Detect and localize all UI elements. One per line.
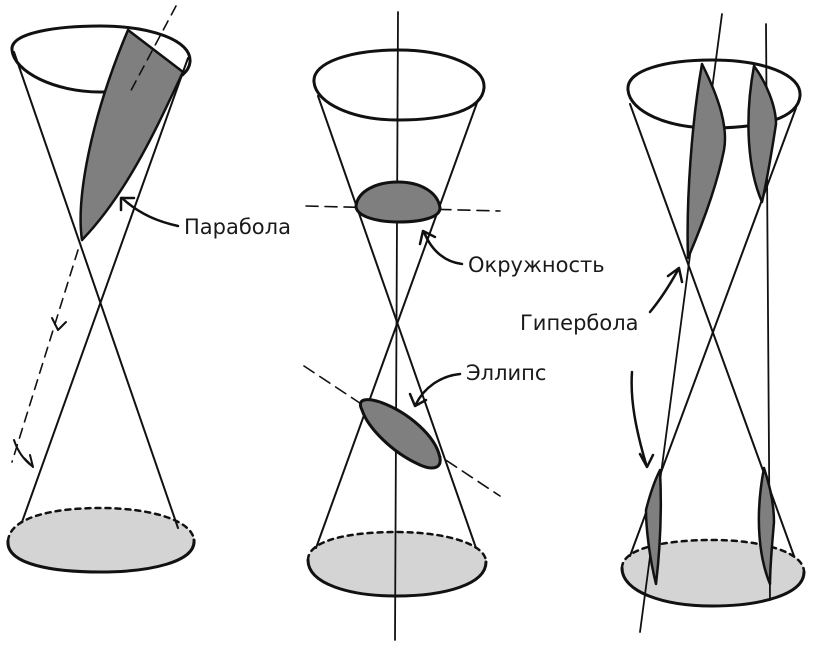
cone-parabola: Парабола [6, 5, 291, 574]
cone-1-side-left [13, 51, 179, 529]
cone-3-base-front [620, 566, 806, 608]
cone-3-base [622, 540, 804, 606]
cone-2-top [312, 48, 486, 122]
hyperbola-branch-upper-right [747, 64, 778, 204]
cone-hyperbola: Гипербола [520, 13, 806, 633]
hyperbola-pointer-upper-head [666, 266, 684, 284]
cone-1-side-right [21, 57, 189, 523]
cone-1-base-front [6, 538, 196, 574]
label-parabola: Парабола [184, 215, 291, 239]
parabola-section [79, 28, 185, 242]
hyperbola-pointer-upper [648, 268, 680, 314]
hyperbola-pointer-lower-head [638, 452, 655, 469]
down-arrow [13, 439, 34, 468]
label-ellipse: Эллипс [466, 361, 546, 385]
label-circle: Окружность [468, 253, 605, 277]
cone-2-base [308, 532, 486, 596]
parabola-pointer [120, 196, 180, 228]
ellipse-pointer [414, 372, 462, 406]
parabola-plane-solid [127, 29, 184, 73]
cone-circle-ellipse: Окружность Эллипс [303, 11, 605, 641]
hyperbola-branch-upper-left [686, 62, 727, 260]
hyperbola-pointer-lower [630, 370, 648, 466]
parabola-pointer-head [119, 196, 136, 212]
circle-pointer-head [418, 229, 437, 246]
parabola-plane-dashed-top [127, 5, 177, 97]
hyperbola-branch-lower-right [757, 466, 776, 586]
label-hyperbola: Гипербола [520, 311, 639, 335]
circle-pointer [422, 230, 464, 266]
cone-1-base [7, 508, 195, 572]
cone-3-top [626, 58, 802, 130]
ellipse-pointer-head [408, 392, 428, 408]
cone-2-axis [394, 11, 399, 641]
cone-1-top [10, 24, 192, 94]
up-arrow [51, 317, 67, 331]
hyperbola-branch-lower-left [644, 468, 663, 586]
ellipse-section [359, 398, 442, 470]
circle-section [354, 180, 442, 224]
parabola-plane-dashed-bottom [11, 249, 79, 463]
